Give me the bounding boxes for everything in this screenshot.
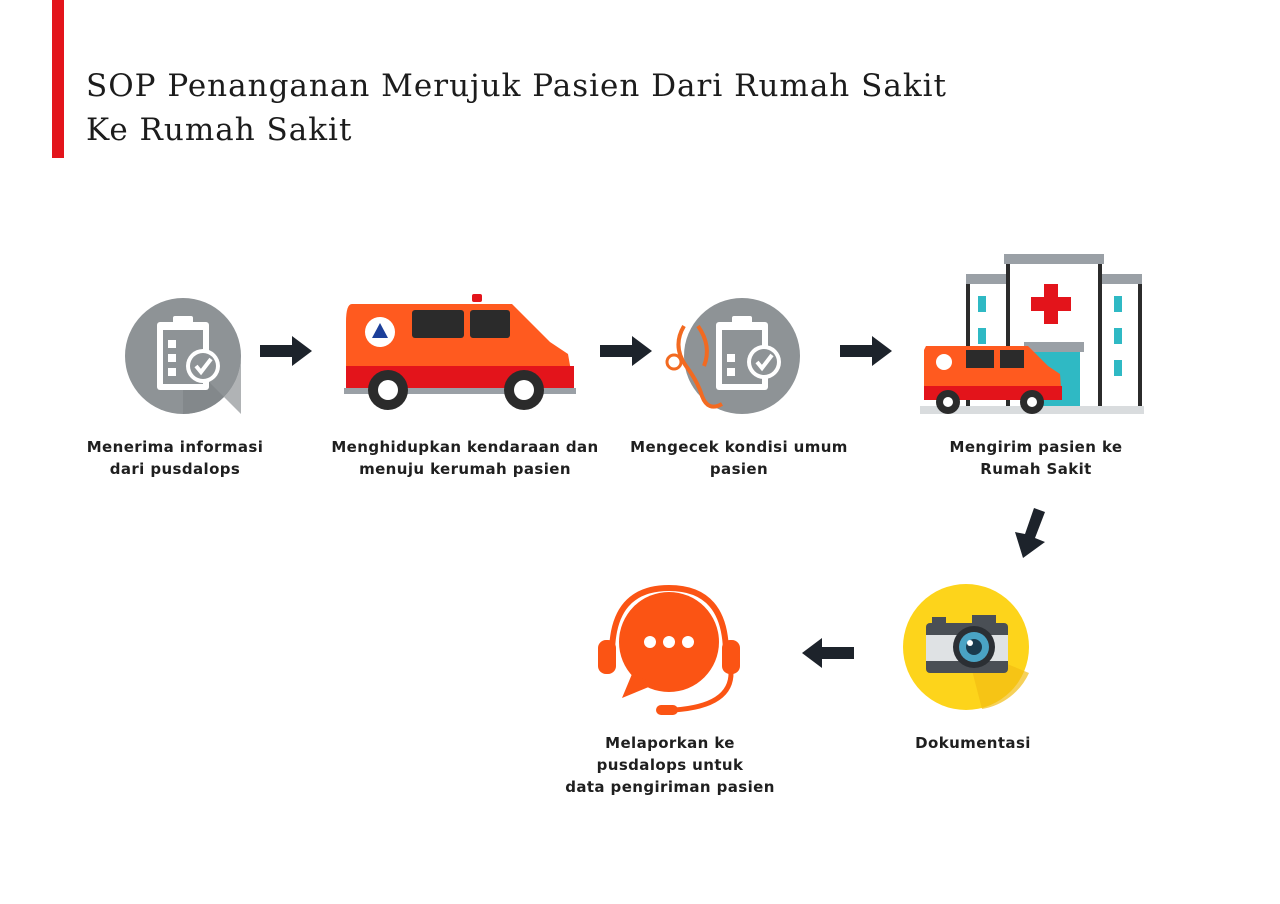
stethoscope-clipboard-icon <box>664 296 804 416</box>
title-line-1: SOP Penanganan Merujuk Pasien Dari Rumah… <box>86 68 948 104</box>
hospital-ambulance-icon <box>920 250 1146 420</box>
page-title: SOP Penanganan Merujuk Pasien Dari Rumah… <box>86 64 947 152</box>
step-label-6: Melaporkan ke pusdalops untuk data pengi… <box>565 734 775 796</box>
arrow-left-icon <box>800 636 856 675</box>
camera-icon <box>902 583 1032 713</box>
arrow-right-icon <box>258 334 314 373</box>
clipboard-check-icon <box>123 296 243 416</box>
step-label-4: Mengirim pasien ke Rumah Sakit <box>949 438 1123 478</box>
step-label-3: Mengecek kondisi umum pasien <box>630 438 848 478</box>
arrow-right-icon <box>598 334 654 373</box>
arrow-down-icon <box>1008 506 1056 565</box>
title-line-2: Ke Rumah Sakit <box>86 112 353 148</box>
headset-chat-icon <box>594 580 744 724</box>
ambulance-icon <box>342 292 578 420</box>
accent-bar <box>52 0 64 158</box>
step-label-5: Dokumentasi <box>915 734 1031 752</box>
arrow-right-icon <box>838 334 894 373</box>
step-label-2: Menghidupkan kendaraan dan menuju keruma… <box>331 438 599 478</box>
step-label-1: Menerima informasi dari pusdalops <box>86 438 264 478</box>
